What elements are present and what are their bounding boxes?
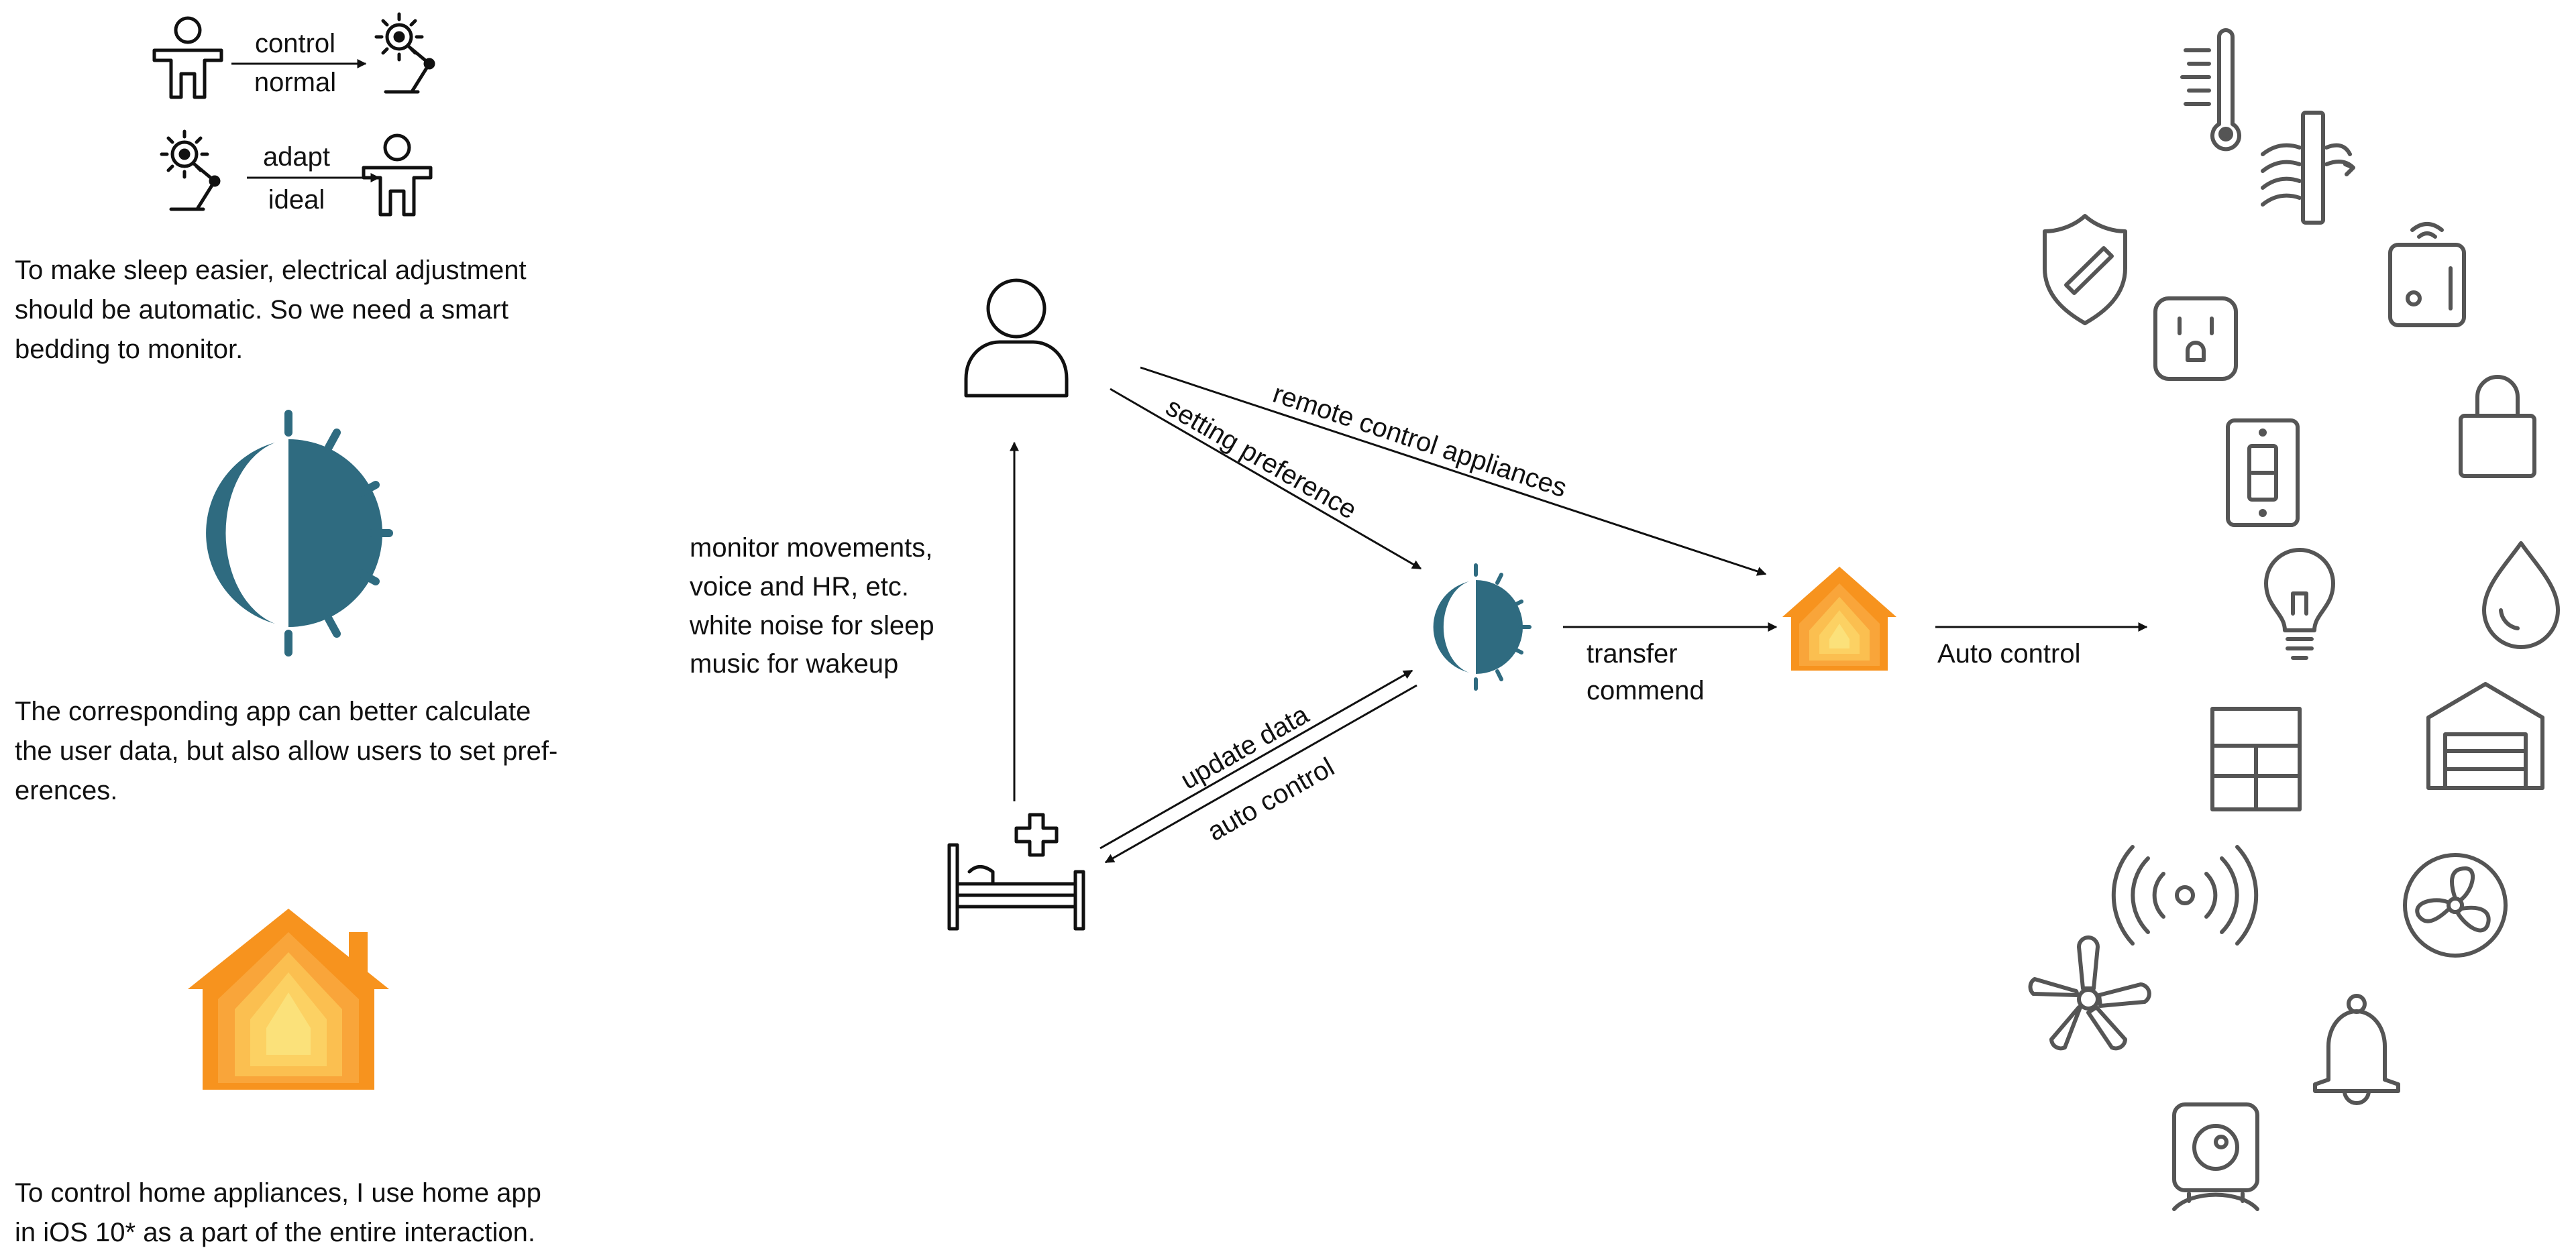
fan-icon xyxy=(2403,853,2508,958)
lamp-icon xyxy=(160,129,221,211)
bell-icon xyxy=(2313,994,2400,1105)
app-line-3: erences. xyxy=(15,776,118,805)
app-moon-sun-icon xyxy=(206,410,393,657)
thermometer-icon xyxy=(2180,28,2241,152)
monitor-note-line-4: music for wakeup xyxy=(690,649,898,679)
legend-normal-label: normal xyxy=(254,68,336,97)
monitor-note-line-1: monitor movements, xyxy=(690,533,932,563)
arrow-auto-control xyxy=(1104,684,1417,864)
intro-line-1: To make sleep easier, electrical adjustm… xyxy=(15,255,527,285)
legend-adapt-label: adapt xyxy=(263,142,330,172)
auto-control-right-label: Auto control xyxy=(1937,639,2080,669)
home-line-2: in iOS 10* as a part of the entire inter… xyxy=(15,1218,535,1247)
monitor-note-line-2: voice and HR, etc. xyxy=(690,572,909,602)
garage-icon xyxy=(2426,682,2544,790)
intro-line-3: bedding to monitor. xyxy=(15,335,244,364)
app-line-1: The corresponding app can better calcula… xyxy=(15,697,531,726)
legend-control-label: control xyxy=(255,29,335,58)
home-app-icon xyxy=(1782,567,1896,671)
ceiling-fan-icon xyxy=(2028,935,2151,1051)
speaker-icon xyxy=(2111,845,2259,946)
lightbulb-icon xyxy=(2264,548,2335,660)
smart-bed-icon xyxy=(947,813,1085,931)
intro-line-2: should be automatic. So we need a smart xyxy=(15,295,508,325)
sensor-icon xyxy=(2388,222,2466,327)
water-drop-icon xyxy=(2482,541,2560,649)
window-icon xyxy=(2210,707,2302,811)
app-line-2: the user data, but also allow users to s… xyxy=(15,736,558,766)
window-blinds-icon xyxy=(2261,111,2355,225)
legend-ideal-label: ideal xyxy=(268,185,325,215)
intro-paragraph: To make sleep easier, electrical adjustm… xyxy=(15,251,605,369)
light-switch-icon xyxy=(2226,418,2300,527)
app-paragraph: The corresponding app can better calcula… xyxy=(15,692,605,811)
outlet-icon xyxy=(2153,296,2238,381)
camera-icon xyxy=(2172,1102,2259,1211)
arrow-remote-control xyxy=(1140,366,1767,576)
arrow-update-data xyxy=(1099,669,1413,850)
home-line-1: To control home appliances, I use home a… xyxy=(15,1178,541,1208)
person-icon-small xyxy=(362,133,433,217)
lock-icon xyxy=(2459,375,2536,478)
shield-icon xyxy=(2043,214,2127,325)
lamp-icon xyxy=(374,12,435,94)
transfer-label-1: transfer xyxy=(1587,639,1678,669)
person-icon xyxy=(964,278,1069,398)
home-app-icon xyxy=(188,909,389,1090)
person-icon-small xyxy=(152,16,223,99)
home-paragraph: To control home appliances, I use home a… xyxy=(15,1174,605,1253)
app-moon-sun-icon xyxy=(1433,563,1532,691)
transfer-label-2: commend xyxy=(1587,676,1705,705)
arrow-setting-preference xyxy=(1110,388,1422,570)
monitor-note-line-3: white noise for sleep xyxy=(689,611,934,640)
